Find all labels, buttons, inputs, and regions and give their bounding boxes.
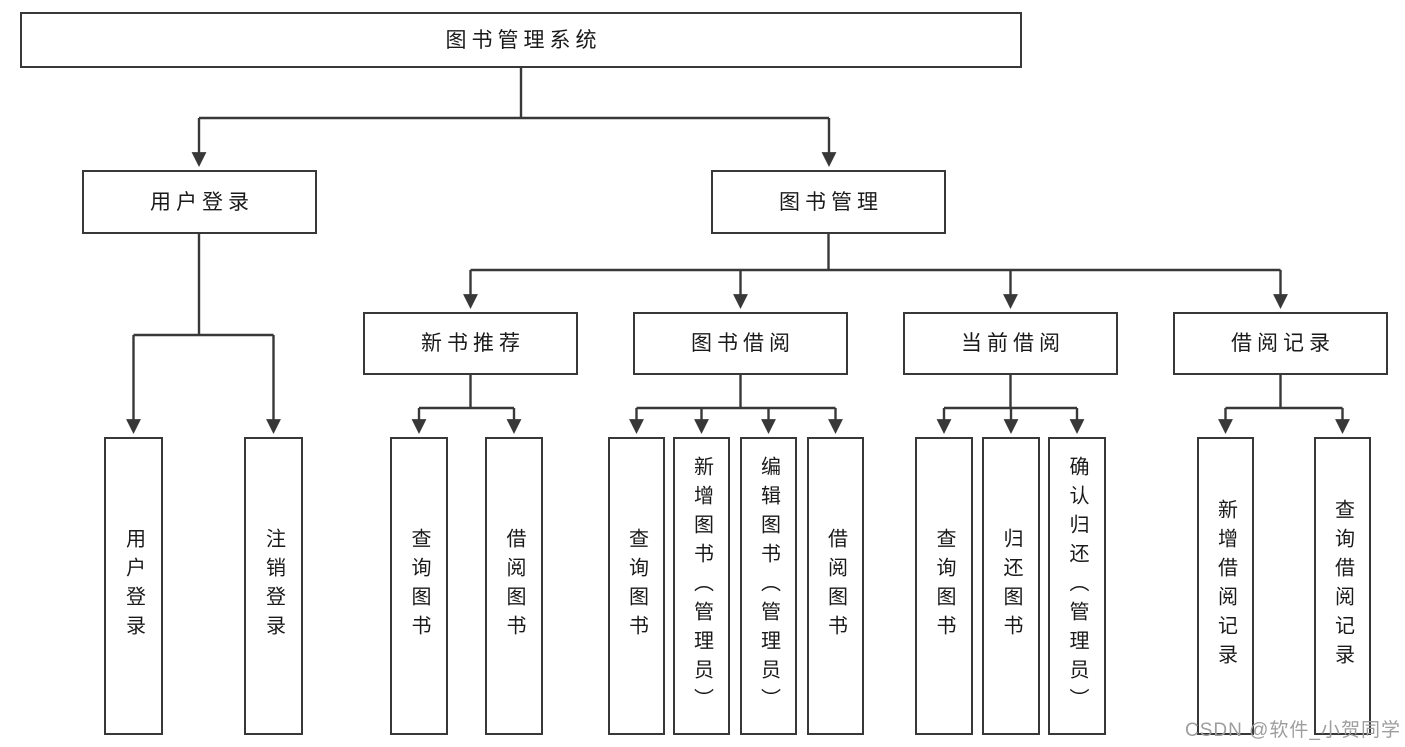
- node-label: 借阅记录: [1231, 332, 1335, 355]
- leaf-return-book: 归还图书: [982, 437, 1040, 735]
- node-user-login: 用户登录: [82, 170, 317, 234]
- node-label: 借阅图书: [824, 528, 847, 644]
- node-label: 用户登录: [122, 528, 145, 644]
- node-label: 注销登录: [262, 528, 285, 644]
- node-new-book-recommend: 新书推荐: [363, 312, 578, 375]
- leaf-add-borrow-record: 新增借阅记录: [1197, 437, 1254, 735]
- node-book-borrowing: 图书借阅: [633, 312, 848, 375]
- node-label: 归还图书: [1000, 528, 1022, 644]
- node-label: 新增图书（管理员）: [690, 455, 713, 717]
- node-label: 新增借阅记录: [1214, 499, 1237, 673]
- node-label: 借阅图书: [503, 528, 525, 644]
- node-book-management-system: 图书管理系统: [20, 12, 1022, 68]
- leaf-confirm-return-admin: 确认归还（管理员）: [1048, 437, 1106, 735]
- leaf-add-book-admin: 新增图书（管理员）: [673, 437, 730, 735]
- node-label: 当前借阅: [961, 332, 1065, 355]
- node-label: 图书借阅: [691, 332, 795, 355]
- csdn-watermark: CSDN @软件_小贺同学: [1185, 720, 1401, 742]
- node-label: 图书管理: [779, 190, 883, 214]
- leaf-edit-book-admin: 编辑图书（管理员）: [740, 437, 797, 735]
- leaf-borrow-books: 借阅图书: [807, 437, 864, 735]
- node-label: 图书管理系统: [445, 28, 602, 52]
- node-label: 新书推荐: [421, 332, 525, 355]
- node-current-borrowing: 当前借阅: [903, 312, 1118, 375]
- node-label: 查询借阅记录: [1331, 499, 1354, 673]
- leaf-query-books: 查询图书: [390, 437, 448, 735]
- leaf-borrow-books: 借阅图书: [485, 437, 543, 735]
- leaf-logout: 注销登录: [244, 437, 303, 735]
- node-label: 查询图书: [408, 528, 430, 644]
- node-book-management: 图书管理: [711, 170, 946, 234]
- node-borrowing-records: 借阅记录: [1173, 312, 1388, 375]
- node-label: 查询图书: [933, 528, 955, 644]
- leaf-query-books: 查询图书: [608, 437, 665, 735]
- leaf-query-books: 查询图书: [915, 437, 973, 735]
- leaf-query-borrow-record: 查询借阅记录: [1314, 437, 1371, 735]
- node-label: 确认归还（管理员）: [1066, 455, 1088, 717]
- node-label: 编辑图书（管理员）: [757, 455, 780, 717]
- leaf-user-login: 用户登录: [104, 437, 163, 735]
- node-label: 用户登录: [150, 190, 254, 214]
- node-label: 查询图书: [625, 528, 648, 644]
